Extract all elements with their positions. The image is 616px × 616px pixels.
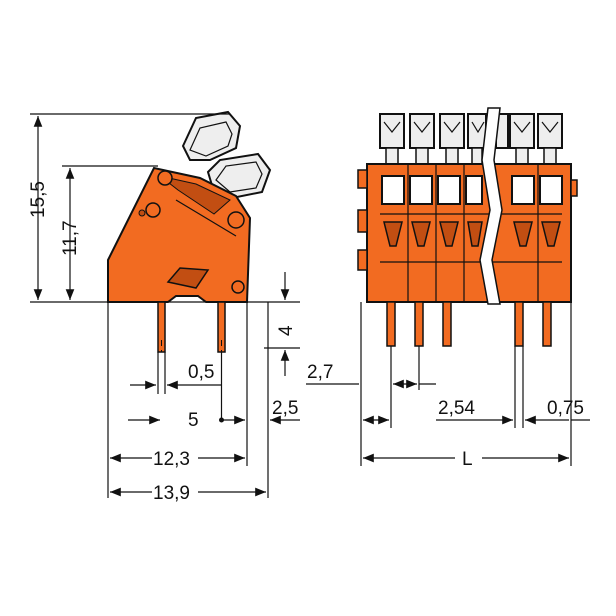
side-dimensions: 15,5 11,7 4 0,5 5 2,5 12,3 13,9 [28,113,300,504]
front-view [357,107,578,347]
dim-2-54: 2,54 [438,398,475,419]
front-cells [380,164,563,302]
mount-hole-left [145,202,161,218]
dim-2-5: 2,5 [272,398,298,419]
mount-hole-small [138,209,146,217]
wire-entry [166,267,210,289]
dim-15-5: 15,5 [28,181,49,218]
dim-12-3: 12,3 [153,449,190,470]
lever-rear-inner [189,121,233,157]
dim-0-5: 0,5 [188,362,214,383]
dim-13-9: 13,9 [153,483,190,504]
side-body-shadow [159,175,231,215]
mount-hole-bottom [231,280,245,294]
front-pins [386,301,552,347]
side-view [107,110,272,353]
dim-2-7: 2,7 [307,362,333,383]
lever-rear [181,110,242,161]
pitch-dot [219,417,224,423]
front-levers [379,113,563,165]
break-gap [479,107,503,305]
dim-4: 4 [276,325,297,336]
front-tab-right [570,179,578,197]
dim-11-7: 11,7 [60,220,81,256]
front-dimensions: 2,7 2,54 0,75 L [306,302,590,470]
front-tab-left [357,169,368,189]
mount-hole-top [157,170,173,186]
dim-0-75: 0,75 [547,398,584,419]
dim-L: L [462,449,473,470]
mount-hole-right [227,211,245,229]
dim-5: 5 [188,410,199,431]
